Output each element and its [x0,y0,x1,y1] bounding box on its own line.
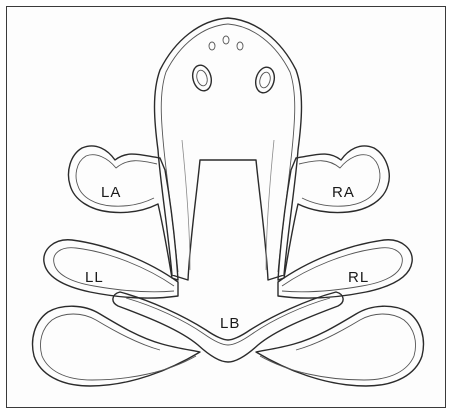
eyes [190,63,277,95]
label-ll: LL [85,269,104,286]
label-ra: RA [332,184,355,201]
label-lb: LB [220,315,240,332]
label-rl: RL [348,269,369,286]
nostrils [209,36,243,50]
right-foot [256,306,423,386]
left-foot [33,306,200,386]
left-leg-region [44,240,178,298]
frog-body [155,18,302,280]
label-la: LA [101,184,121,201]
right-leg-region [278,240,412,298]
